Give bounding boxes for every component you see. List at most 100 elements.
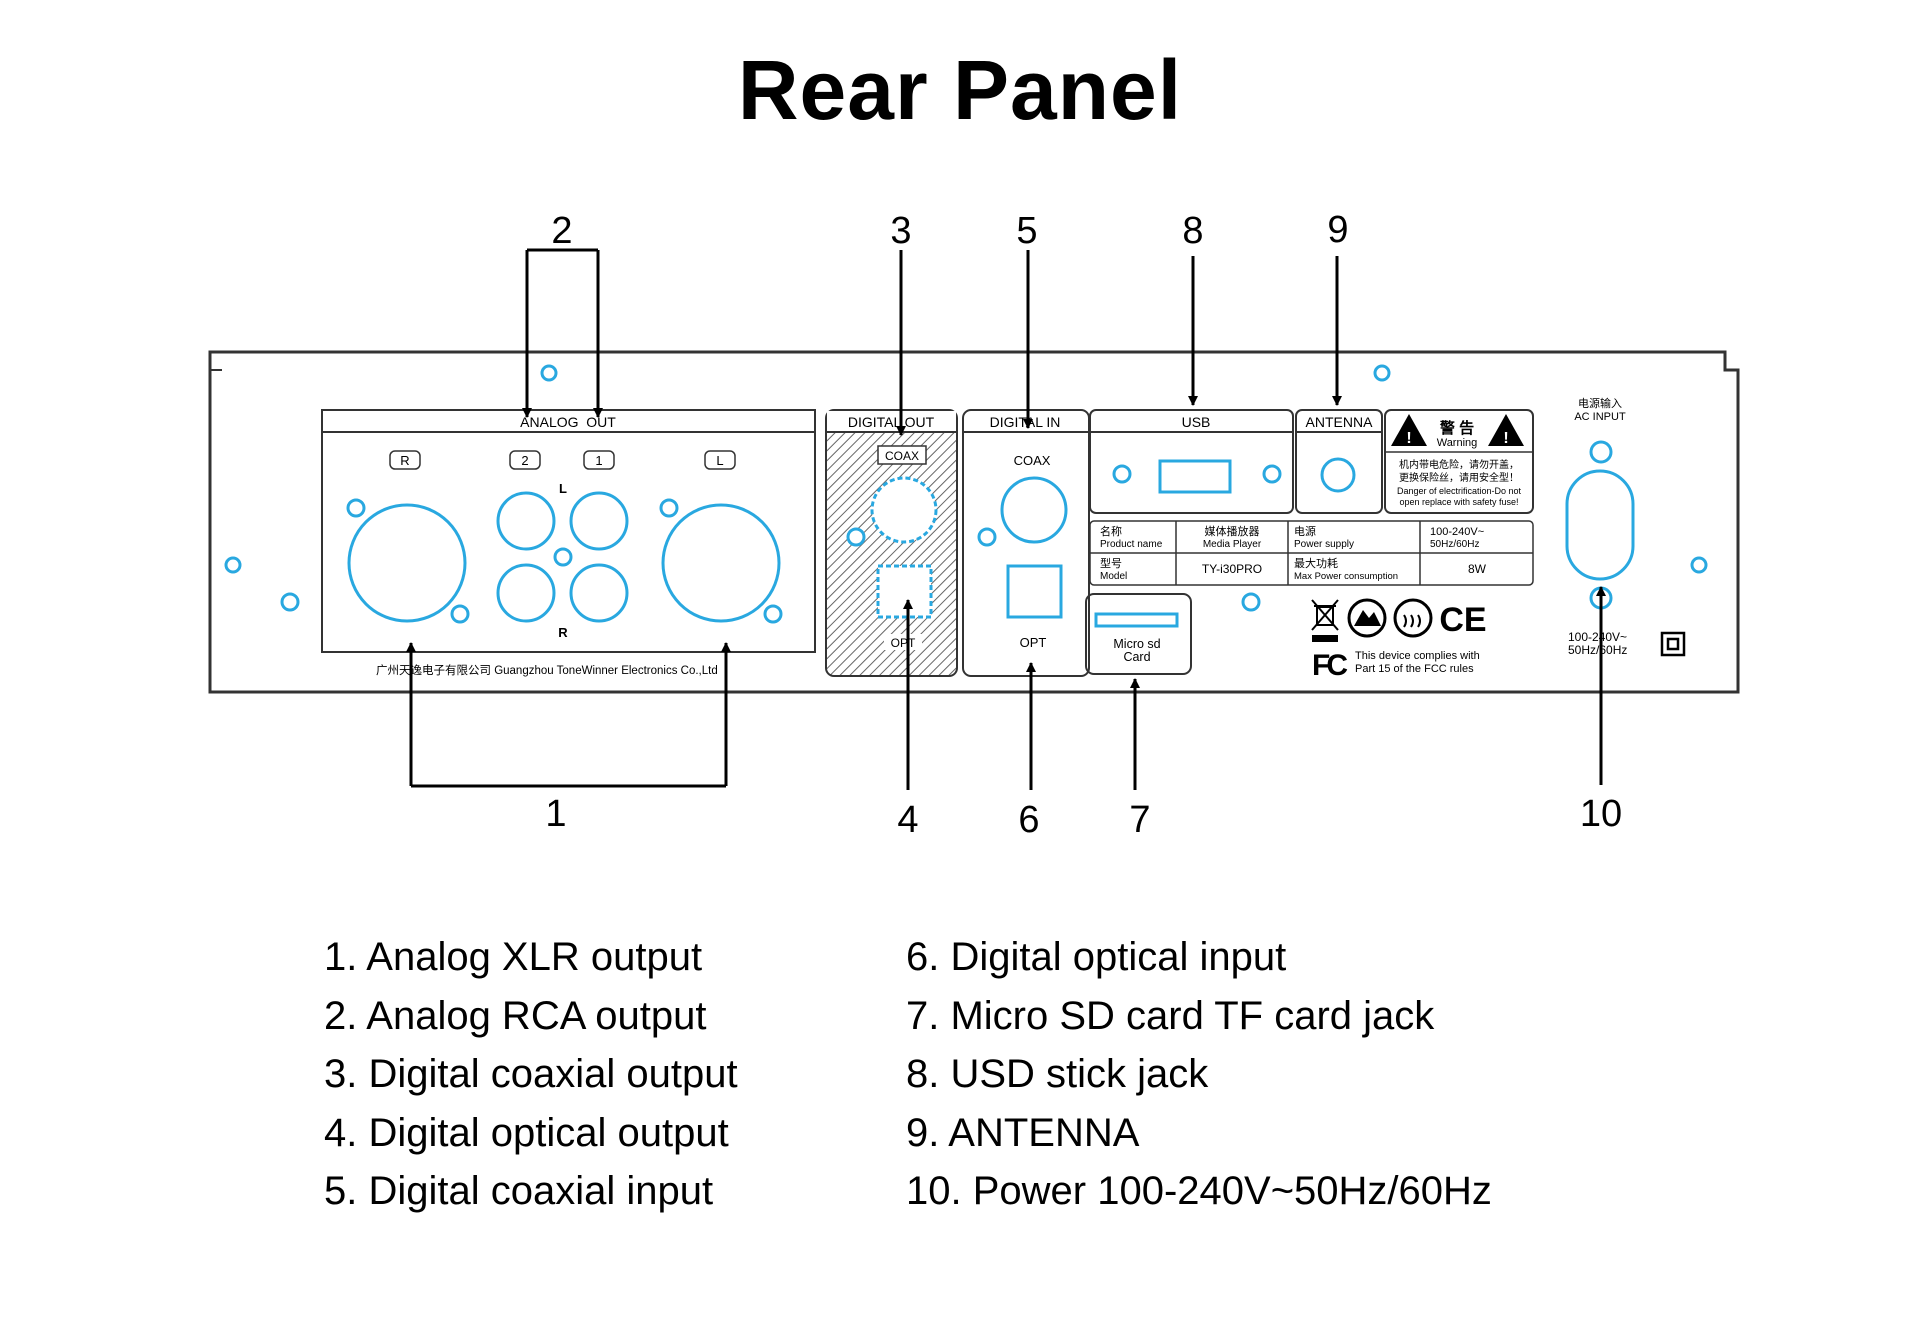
coax-in-connector: [1000, 476, 1068, 544]
channel-2-label: 2: [521, 453, 528, 468]
rca-1l-connector: [569, 491, 629, 551]
fc-mark: FC: [1312, 649, 1347, 682]
rca-2r-connector: [496, 563, 556, 623]
ac-rating-1: 100-240V~: [1568, 630, 1627, 644]
svg-text:Max Power consumption: Max Power consumption: [1294, 571, 1398, 582]
usb-label: USB: [1182, 414, 1211, 430]
legend-item: 2. Analog RCA output: [324, 993, 707, 1038]
rca-l-label: L: [559, 481, 567, 496]
svg-text:型号: 型号: [1100, 556, 1122, 570]
xlr-left-connector: [661, 503, 781, 623]
callout-4: 4: [897, 799, 918, 841]
analog-out-section: ANALOG OUT R 2 1 L L R 广州天逸电子有限公司 Guangz…: [321, 409, 816, 677]
rca-2l-connector: [496, 491, 556, 551]
svg-text:名称: 名称: [1100, 524, 1122, 538]
svg-text:Media Player: Media Player: [1203, 539, 1262, 550]
compliance-marks: CE FC This device complies with Part 15 …: [1311, 598, 1487, 682]
warning-text-cn1: 机内带电危险，请勿开盖，: [1399, 458, 1519, 471]
digital-in-label: DIGITAL IN: [990, 414, 1061, 430]
usb-port: [1158, 459, 1232, 494]
legend-item: 7. Micro SD card TF card jack: [906, 993, 1435, 1038]
analog-out-label: ANALOG OUT: [520, 414, 616, 430]
fcc-text-1: This device complies with: [1355, 650, 1480, 662]
callout-3: 3: [890, 210, 911, 252]
svg-text:媒体播放器: 媒体播放器: [1205, 524, 1260, 538]
usb-section: USB: [1089, 409, 1294, 514]
product-info-text: 名称 Product name 媒体播放器 Media Player 电源 Po…: [1100, 524, 1487, 582]
legend-right: 6. Digital optical input 7. Micro SD car…: [906, 928, 1492, 1221]
svg-text:!: !: [1503, 430, 1508, 447]
altitude-icon: [1347, 598, 1387, 638]
opt-out-label: OPT: [891, 636, 916, 650]
microsd-label-2: Card: [1123, 650, 1150, 664]
warning-box: ! ! 警 告 Warning 机内带电危险，请勿开盖， 更换保险丝，请用安全型…: [1384, 409, 1534, 514]
weee-bin-icon: [1311, 599, 1339, 642]
coax-out-label: COAX: [885, 449, 919, 463]
antenna-label: ANTENNA: [1306, 414, 1374, 430]
legend-item: 9. ANTENNA: [906, 1110, 1140, 1155]
svg-text:100-240V~: 100-240V~: [1430, 526, 1484, 538]
microsd-label-1: Micro sd: [1113, 637, 1160, 651]
svg-text:电源: 电源: [1294, 524, 1316, 538]
svg-text:Product name: Product name: [1100, 539, 1163, 550]
ac-input-connector: [1565, 469, 1635, 581]
opt-in-label: OPT: [1020, 635, 1047, 650]
page-title: Rear Panel: [737, 43, 1183, 137]
legend-left: 1. Analog XLR output 2. Analog RCA outpu…: [324, 928, 738, 1221]
ac-input-en: AC INPUT: [1574, 411, 1626, 423]
chassis-outline: [208, 350, 1740, 694]
xlr-right-connector: [347, 503, 467, 623]
callout-7: 7: [1129, 799, 1150, 841]
channel-1-label: 1: [595, 453, 602, 468]
product-info-table: [1089, 520, 1534, 586]
rca-r-label: R: [558, 625, 568, 640]
warning-triangle-icon: [1488, 414, 1524, 446]
legend-item: 5. Digital coaxial input: [324, 1169, 714, 1213]
callout-8: 8: [1182, 210, 1203, 252]
digital-out-label: DIGITAL OUT: [848, 414, 935, 430]
microsd-slot: [1094, 612, 1179, 628]
svg-text:8W: 8W: [1468, 562, 1487, 576]
callout-lines: [406, 248, 1606, 790]
svg-text:50Hz/60Hz: 50Hz/60Hz: [1430, 539, 1479, 550]
fcc-text-2: Part 15 of the FCC rules: [1355, 663, 1474, 675]
legend-item: 3. Digital coaxial output: [324, 1052, 738, 1096]
antenna-connector: [1320, 457, 1356, 493]
coax-in-label: COAX: [1014, 453, 1051, 468]
digital-out-section: DIGITAL OUT COAX OPT: [825, 409, 958, 677]
svg-text:Model: Model: [1100, 571, 1127, 582]
ac-rating-2: 50Hz/60Hz: [1568, 643, 1627, 657]
channel-l-label: L: [716, 453, 723, 468]
legend-item: 10. Power 100-240V~50Hz/60Hz: [906, 1169, 1492, 1213]
legend-item: 4. Digital optical output: [324, 1110, 729, 1155]
antenna-section: ANTENNA: [1295, 409, 1383, 514]
callout-numbers: 2 3 5 8 9 1 4 6 7 10: [545, 209, 1622, 841]
optical-out-connector: [876, 564, 933, 619]
callout-6: 6: [1018, 799, 1039, 841]
microsd-section: Micro sd Card: [1085, 593, 1192, 675]
warning-text-cn2: 更换保险丝，请用安全型！: [1399, 471, 1519, 484]
warning-text-en2: open replace with safety fuse!: [1399, 497, 1518, 507]
svg-text:Power supply: Power supply: [1294, 539, 1354, 550]
maker-label: 广州天逸电子有限公司 Guangzhou ToneWinner Electron…: [376, 663, 718, 677]
tropical-icon: [1393, 598, 1433, 638]
ce-mark: CE: [1439, 601, 1486, 639]
ac-input-cn: 电源输入: [1578, 396, 1622, 410]
double-insulation-icon: [1660, 631, 1686, 657]
callout-1: 1: [545, 793, 566, 835]
rca-1r-connector: [569, 563, 629, 623]
callout-10: 10: [1580, 793, 1622, 835]
legend-item: 8. USD stick jack: [906, 1052, 1209, 1096]
channel-r-label: R: [400, 453, 409, 468]
svg-text:最大功耗: 最大功耗: [1294, 556, 1338, 570]
callout-5: 5: [1016, 210, 1037, 252]
warning-en: Warning: [1437, 437, 1478, 449]
digital-in-section: DIGITAL IN COAX OPT: [962, 409, 1090, 677]
ac-input-section: 电源输入 AC INPUT 100-240V~ 50Hz/60Hz: [1565, 396, 1686, 657]
warning-triangle-icon: [1391, 414, 1427, 446]
legend-item: 6. Digital optical input: [906, 935, 1287, 979]
screw-holes: [224, 364, 1708, 612]
callout-9: 9: [1327, 209, 1348, 251]
legend-item: 1. Analog XLR output: [324, 935, 703, 979]
